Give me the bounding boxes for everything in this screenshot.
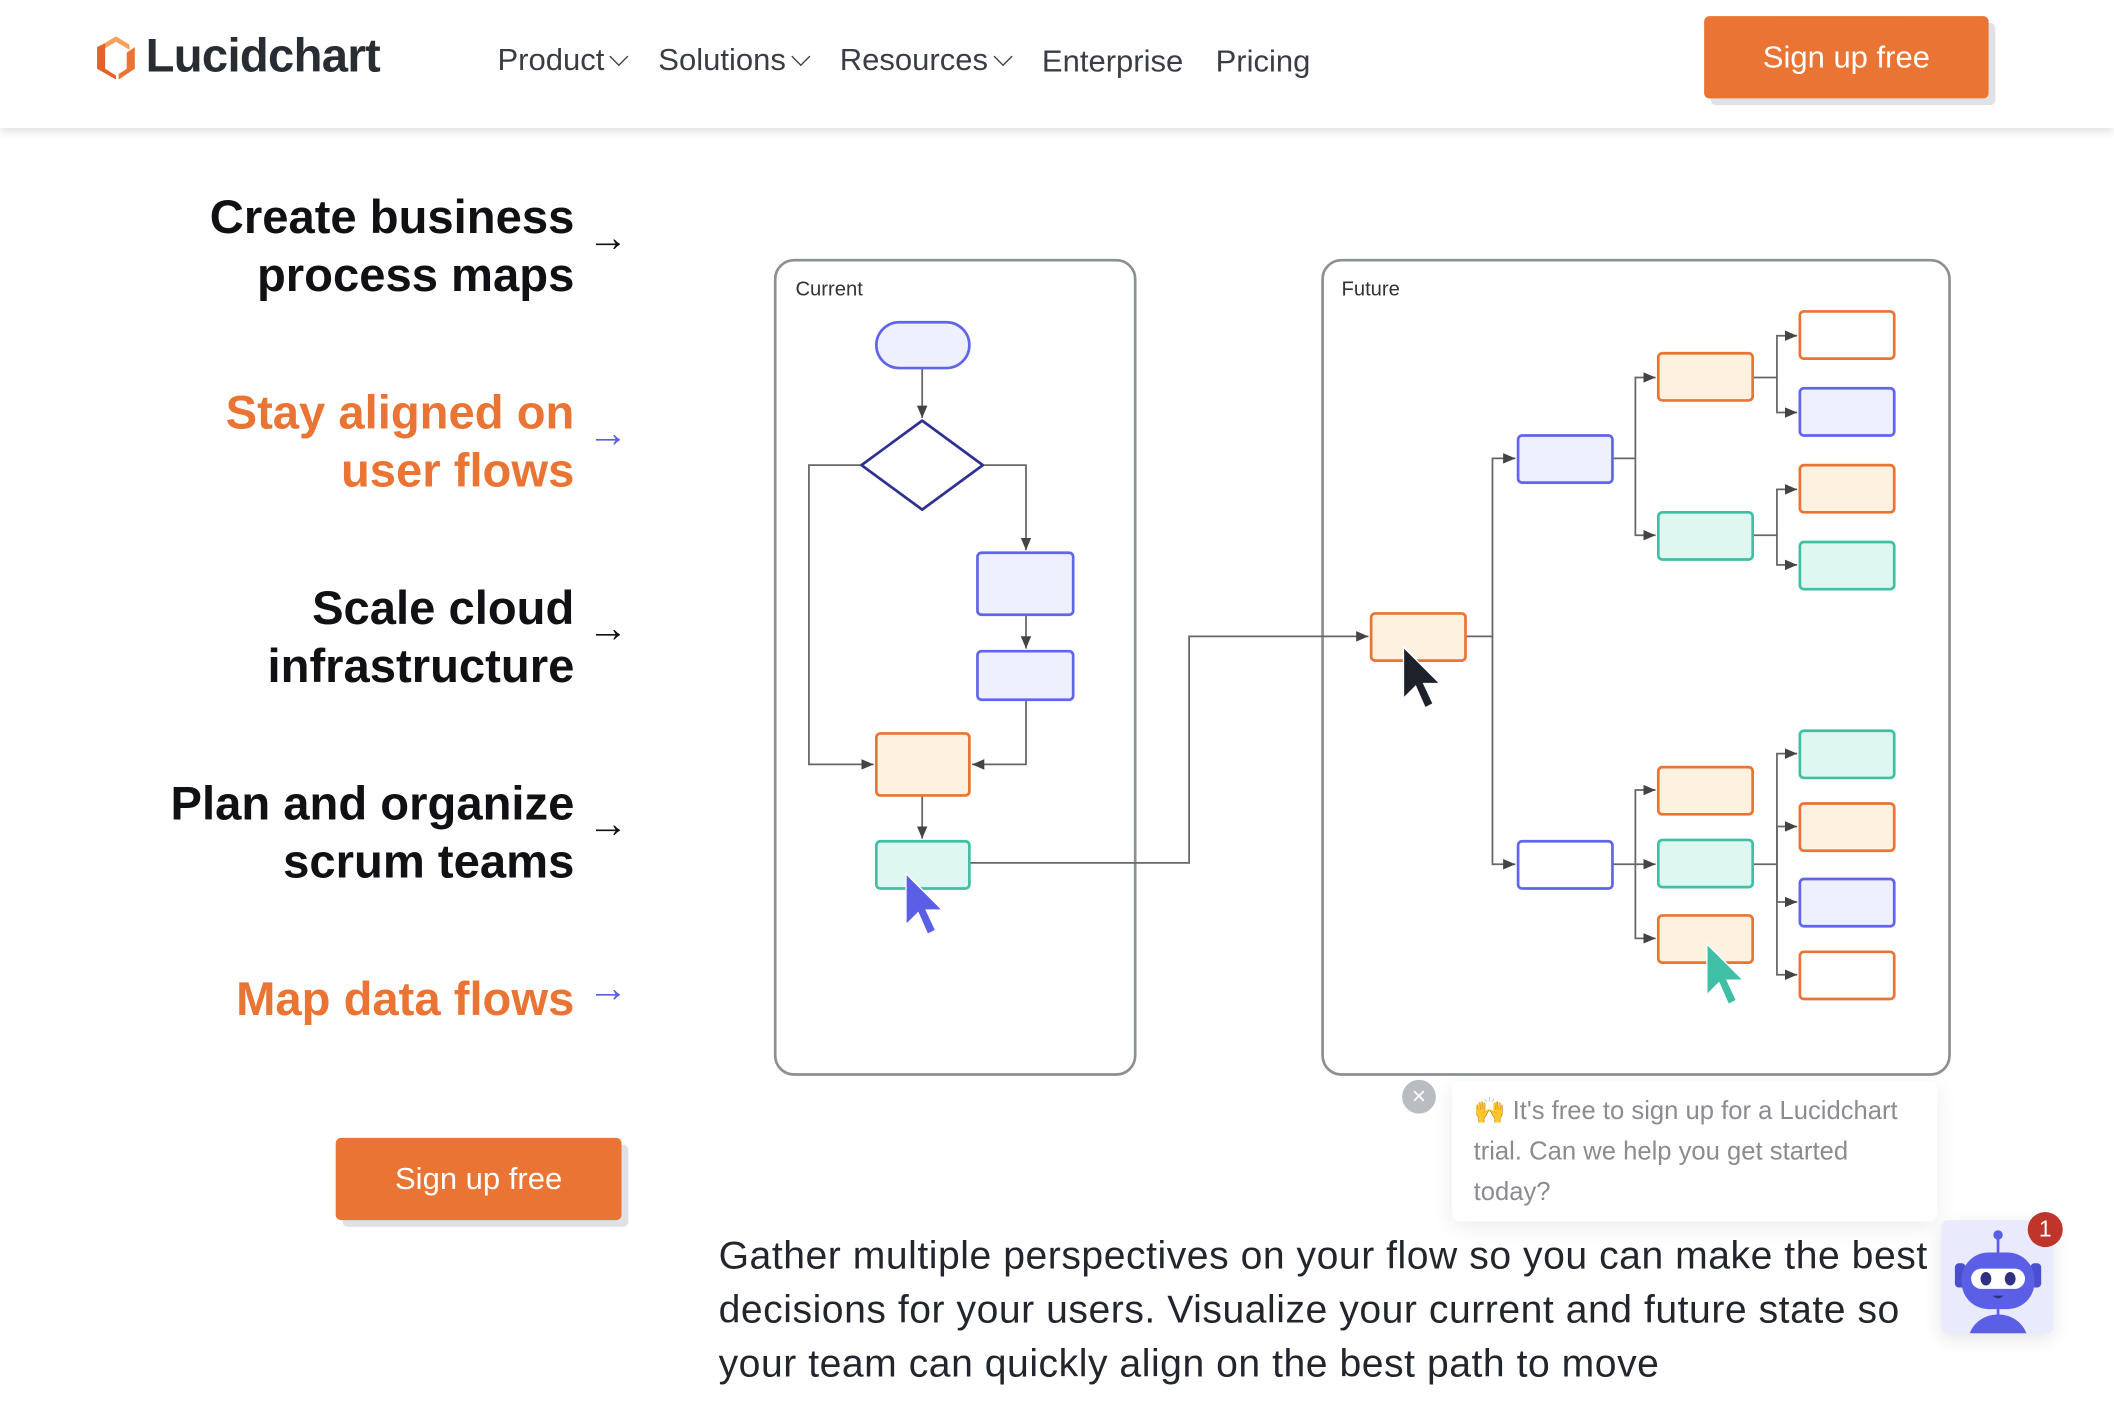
diagram-node [1516, 434, 1614, 485]
future-panel [1321, 258, 1951, 1076]
connector-line [1776, 821, 1798, 865]
logo[interactable]: Lucidchart [94, 29, 381, 84]
diagram-node [1798, 540, 1896, 591]
main-nav: Product Solutions Resources Enterprise P… [497, 40, 1310, 79]
nav-pricing[interactable]: Pricing [1216, 43, 1311, 79]
nav-label: Resources [839, 41, 989, 77]
nav-resources[interactable]: Resources [839, 40, 1013, 79]
flow-diagram: Current Future [773, 258, 1951, 1076]
diagram-node [874, 732, 971, 797]
diagram-node [1798, 802, 1896, 853]
connector-line [1612, 372, 1656, 460]
nav-enterprise[interactable]: Enterprise [1042, 43, 1183, 79]
connector-line [1776, 535, 1798, 571]
notification-badge: 1 [2027, 1212, 2063, 1248]
connector-line [1752, 748, 1798, 866]
diagram-node [1656, 914, 1755, 964]
nav-label: Enterprise [1041, 43, 1184, 79]
arrow-right-icon: → [587, 802, 629, 847]
connector-line [1465, 453, 1516, 638]
decision-node [860, 419, 985, 511]
connector-line [1776, 377, 1798, 418]
chat-close-button[interactable]: × [1400, 1078, 1438, 1115]
connector-line [1752, 330, 1798, 379]
arrow-right-icon: → [587, 606, 629, 652]
current-panel [773, 258, 1137, 1076]
use-case-title: process maps [256, 249, 575, 302]
diagram-node [1656, 351, 1755, 402]
signup-button[interactable]: Sign up free [335, 1137, 622, 1221]
diagram-node [976, 551, 1075, 617]
connector-line [1634, 458, 1656, 541]
chevron-down-icon [993, 46, 1013, 66]
diagram-node [976, 649, 1075, 702]
nav-product[interactable]: Product [497, 40, 629, 79]
chat-popup[interactable]: 🙌 It's free to sign up for a Lucidchart … [1452, 1081, 1938, 1222]
diagram-node [1798, 877, 1896, 928]
connector-line [1634, 864, 1656, 944]
diagram-node [1656, 765, 1755, 816]
use-case-title: scrum teams [283, 835, 575, 889]
nav-label: Pricing [1215, 43, 1311, 79]
connector-line [1491, 636, 1516, 870]
robot-icon [1954, 1230, 2042, 1334]
site-header: Lucidchart Product Solutions Resources E… [0, 0, 2114, 129]
diagram-node [1798, 729, 1896, 780]
arrow-right-icon: → [587, 966, 629, 1012]
logo-text: Lucidchart [145, 29, 381, 83]
connector-line [972, 699, 1027, 770]
diagram-node [1798, 463, 1896, 514]
chevron-down-icon [609, 46, 629, 66]
future-label: Future [1341, 278, 1399, 300]
lucidchart-logo-icon [97, 36, 135, 80]
use-case-title: Stay aligned on [225, 386, 575, 440]
diagram-node [1798, 950, 1896, 1001]
use-case-title: Plan and organize [170, 777, 575, 831]
arrow-right-icon: → [587, 411, 629, 456]
diagram-node [1656, 510, 1755, 561]
connector-line [1752, 484, 1798, 537]
description-text: Gather multiple perspectives on your flo… [718, 1234, 1928, 1386]
nav-solutions[interactable]: Solutions [658, 40, 811, 79]
diagram-node [874, 320, 971, 370]
diagram-node [1516, 839, 1614, 890]
diagram-node [1798, 310, 1896, 360]
connector-line [1776, 864, 1798, 981]
connector-line [969, 631, 1369, 864]
header-signup-button[interactable]: Sign up free [1704, 16, 1989, 99]
arrow-right-icon: → [587, 215, 629, 261]
diagram-node [874, 839, 971, 890]
use-case-link[interactable]: Map data flows [236, 971, 574, 1029]
chat-message: 🙌 It's free to sign up for a Lucidchart … [1473, 1097, 1898, 1207]
chevron-down-icon [791, 46, 811, 66]
cursor-icon [1402, 645, 1442, 709]
connector-line [1612, 784, 1656, 866]
connector-line [982, 464, 1032, 551]
use-case-title: user flows [340, 444, 575, 498]
diagram-node [1656, 838, 1755, 889]
cursor-icon [1706, 942, 1745, 1006]
use-case-title: Scale cloud [312, 582, 575, 636]
connector-line [808, 464, 874, 770]
nav-label: Solutions [658, 41, 786, 77]
nav-label: Product [497, 41, 605, 77]
diagram-node [1369, 612, 1467, 662]
cursor-icon [905, 872, 945, 936]
use-case-title: Create business [209, 191, 575, 245]
current-label: Current [795, 278, 863, 300]
diagram-node [1798, 386, 1896, 437]
use-case-title: infrastructure [267, 640, 575, 693]
use-case-title: Map data flows [236, 973, 575, 1026]
